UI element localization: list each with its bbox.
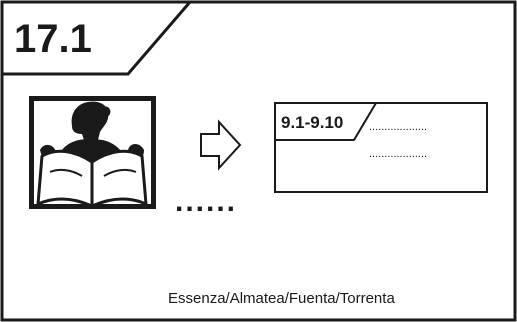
person-reading-newspaper-icon: [29, 96, 156, 209]
section-number: 17.1: [14, 17, 92, 61]
continuation-dots: ......: [175, 185, 237, 218]
reference-range: 9.1-9.10: [281, 113, 343, 132]
reference-line-2: ...................: [369, 148, 427, 160]
reference-box: 9.1-9.10 ................... ...........…: [274, 102, 488, 193]
footer-brands: Essenza/Almatea/Fuenta/Torrenta: [168, 290, 395, 307]
reference-line-1: ...................: [369, 121, 427, 133]
arrow-right-outline-icon: [200, 119, 242, 171]
section-tab: [0, 0, 194, 76]
